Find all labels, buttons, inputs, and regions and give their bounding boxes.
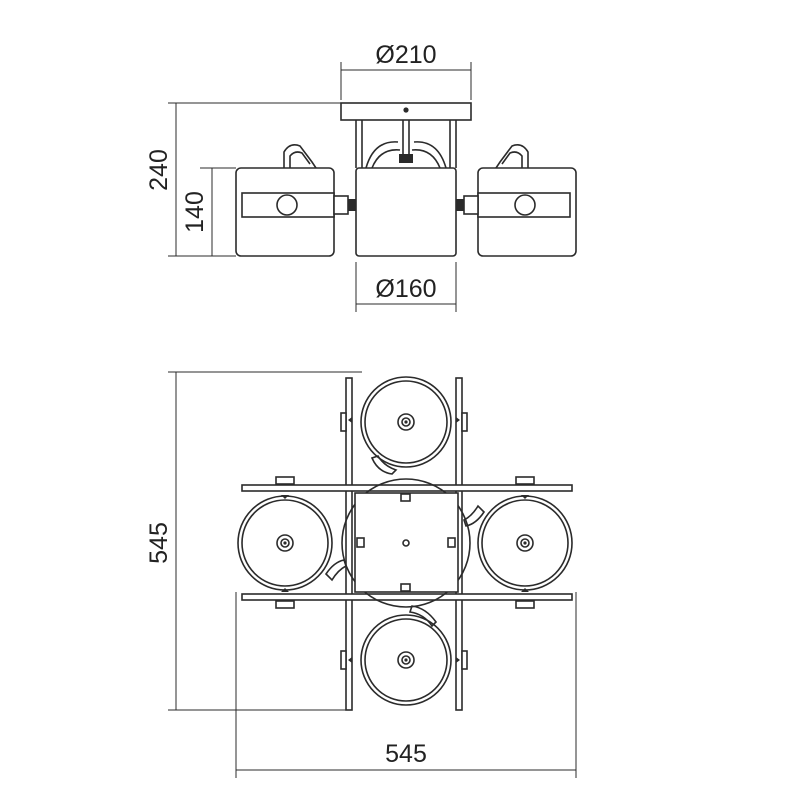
left-spotlight (235, 144, 356, 257)
front-elevation-view: Ø210 (145, 41, 577, 312)
dimension-plan-width: 545 (235, 592, 577, 778)
dim-label-210: Ø210 (375, 41, 436, 69)
center-spotlight (355, 167, 457, 257)
spotlight-bottom (340, 605, 468, 706)
dimension-top-diameter: Ø210 (340, 41, 472, 100)
dimension-bottom-diameter: Ø160 (355, 262, 457, 312)
dim-label-545-horizontal: 545 (385, 740, 427, 768)
dim-label-545-vertical: 545 (145, 522, 173, 564)
right-spotlight (456, 144, 577, 257)
cross-frame (241, 377, 573, 711)
spotlight-right (463, 476, 573, 609)
spotlight-top (340, 376, 468, 475)
spotlight-left (237, 476, 347, 609)
dimension-total-height: 240 (145, 102, 341, 257)
dimension-plan-height: 545 (145, 371, 362, 711)
dim-label-160: Ø160 (375, 275, 436, 303)
dim-label-240: 240 (145, 149, 173, 191)
ceiling-canopy (340, 102, 472, 169)
center-plate (341, 478, 471, 608)
dimension-shade-height: 140 (181, 167, 236, 256)
plan-view: 545 545 (145, 371, 577, 778)
dim-label-140: 140 (181, 191, 209, 233)
